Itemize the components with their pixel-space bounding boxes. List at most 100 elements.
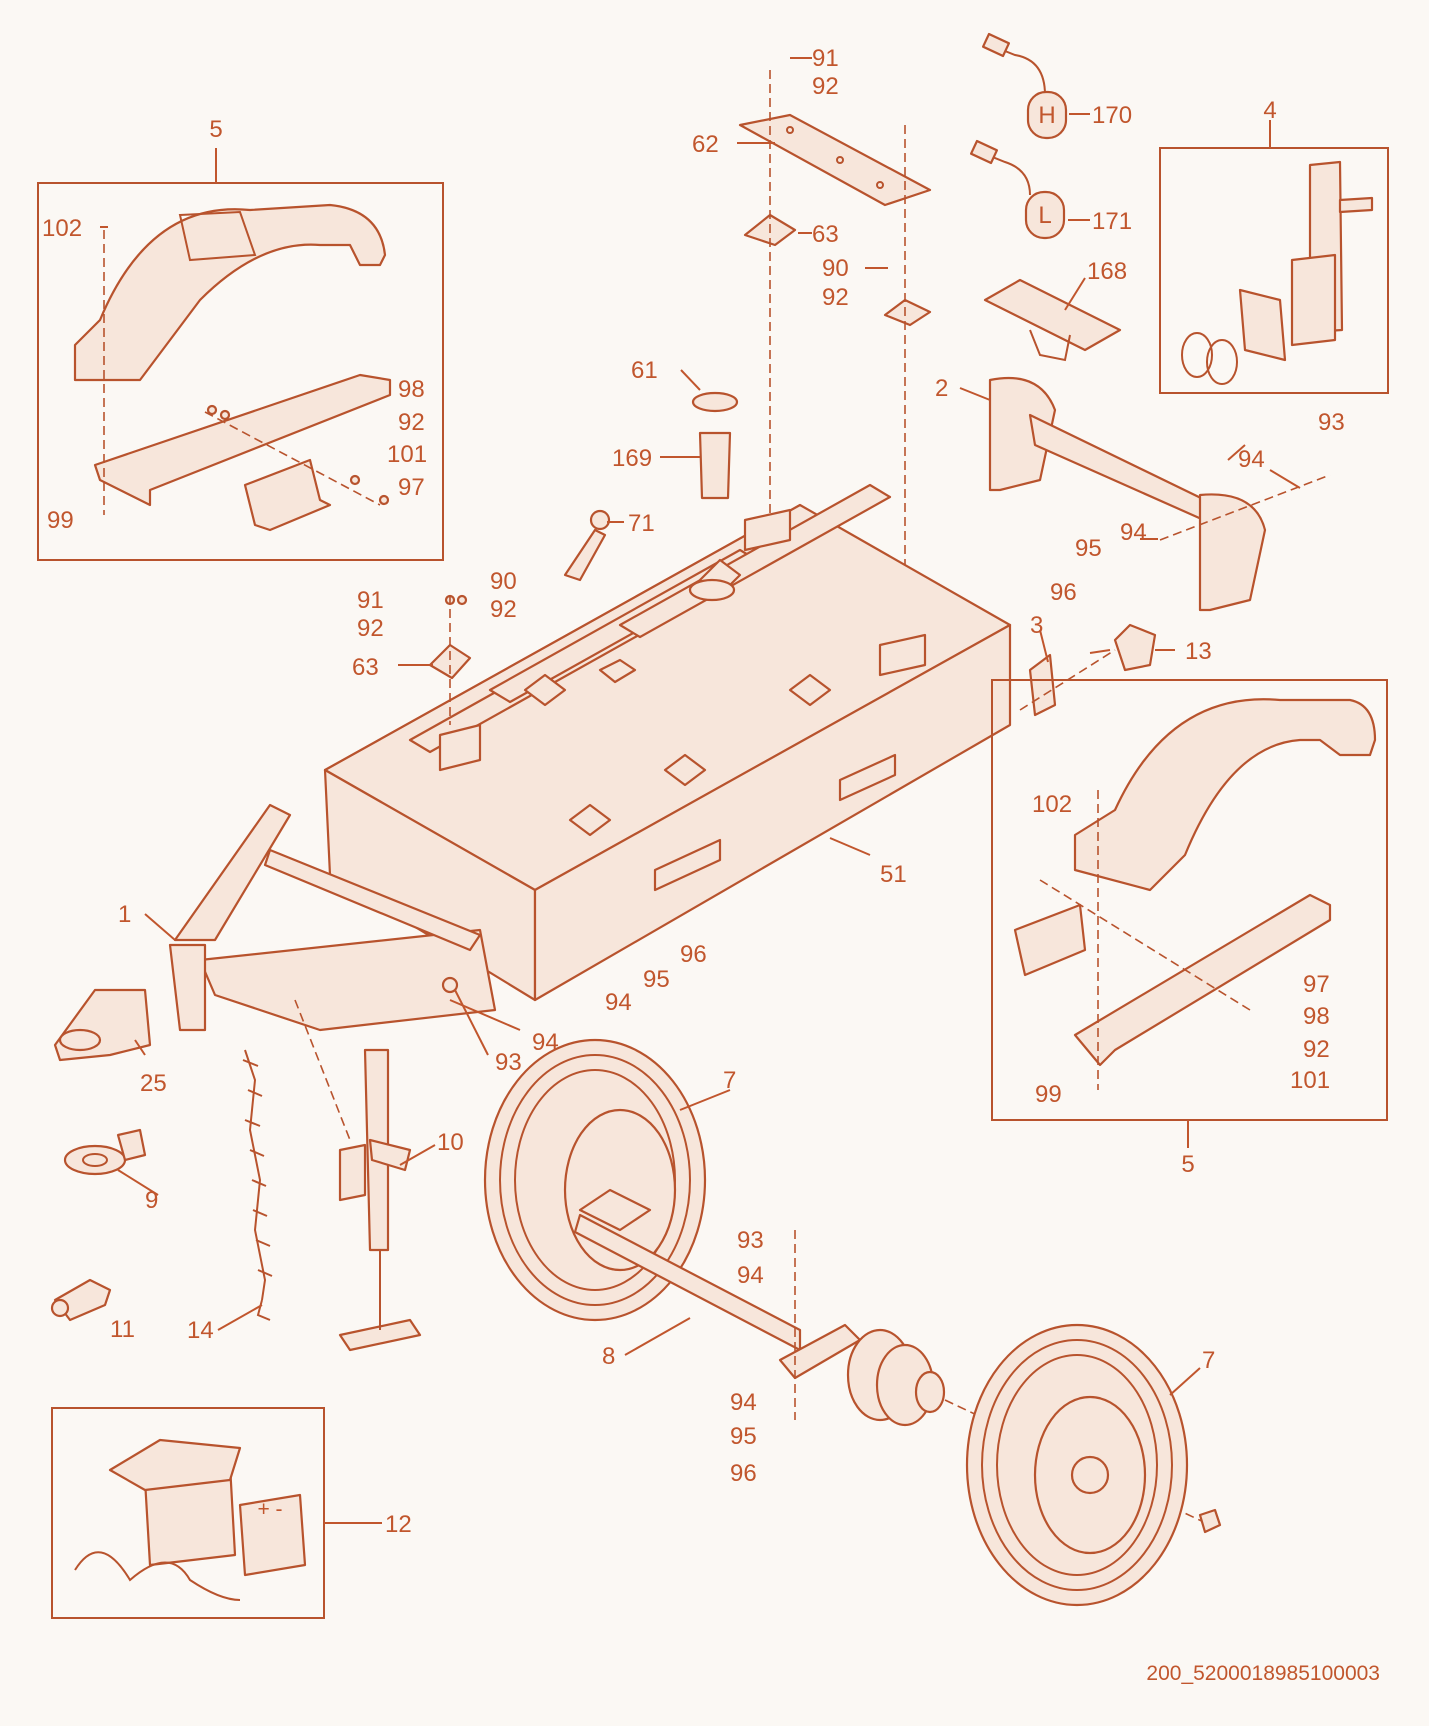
wheel-right-7 [965,1323,1222,1607]
label-96-axle: 96 [730,1460,757,1487]
label-93-axle: 93 [737,1227,764,1254]
fender-bracket-left [93,373,392,507]
label-94-right-b: 94 [1120,519,1147,546]
label-8: 8 [602,1343,615,1370]
axle-tube [1028,413,1217,527]
label-5-right: 5 [1181,1151,1194,1178]
tongue-assembly-1 [168,803,497,1141]
label-63-top: 63 [812,221,839,248]
label-102-right: 102 [1032,791,1072,818]
fender-kit-box-left [37,148,444,561]
label-101-right: 101 [1290,1067,1330,1094]
tongue-jack-10 [338,1048,422,1352]
label-102-left: 102 [42,215,82,242]
battery [238,1493,307,1577]
label-93-front: 93 [495,1049,522,1076]
label-4: 4 [1263,97,1276,124]
label-7-right: 7 [1202,1347,1215,1374]
mount-pad-front [743,508,792,552]
label-98-left: 98 [398,376,425,403]
label-169: 169 [612,445,652,472]
fuel-cap-61 [691,391,739,413]
label-3: 3 [1030,612,1043,639]
fender-kit-box-right [991,679,1388,1148]
label-97-right: 97 [1303,971,1330,998]
frame-side-rail [533,623,1012,1002]
coupler-13 [1113,623,1157,672]
fuel-components [563,391,739,582]
mounting-plate-62 [738,113,932,207]
axle-bracket-right [1198,493,1267,612]
label-94-axle-a: 94 [737,1262,764,1289]
label-170: 170 [1092,102,1132,129]
label-92-box-left: 92 [398,409,425,436]
label-92-left-a: 92 [357,615,384,642]
jack-handle [368,1138,412,1172]
label-63-left: 63 [352,654,379,681]
label-11: 11 [110,1316,135,1343]
label-2: 2 [935,375,948,402]
label-99-left: 99 [47,507,74,534]
label-90-top: 90 [822,255,849,282]
figure-code: 200_5200018985100003 [1146,1662,1380,1685]
harness-bracket-168 [983,278,1122,352]
mount-pad-rear [878,633,927,677]
harness-low-letter: L [1038,202,1051,229]
tongue-arm-lower [263,848,482,952]
coupler-25 [53,988,152,1062]
axle-bracket-left [988,376,1057,492]
label-14: 14 [187,1317,214,1344]
reflector-plate-left [243,458,332,532]
label-92-box-right: 92 [1303,1036,1330,1063]
tongue-mount [168,943,207,1032]
label-168: 168 [1087,258,1127,285]
label-71: 71 [628,510,655,537]
isolator-frame-c [663,753,707,787]
isolator-frame-b [788,673,832,707]
label-94-frame: 94 [605,989,632,1016]
callout-labels: 5 102 98 92 101 97 99 91 92 62 63 90 92 … [42,45,1380,1685]
label-96-frame: 96 [680,941,707,968]
isolator-rear-top [883,298,932,327]
jack-mount-box [1159,120,1389,394]
label-5-top: 5 [209,116,222,143]
label-10: 10 [437,1129,464,1156]
fender-left [73,203,387,382]
label-92-mid: 92 [822,284,849,311]
label-95-right: 95 [1075,535,1102,562]
fuel-gauge-71 [563,528,607,582]
wire-harness-group: H L [969,32,1122,362]
label-96-right: 96 [1050,579,1077,606]
axle-8 [573,1188,1211,1526]
torsion-axle-2 [988,376,1331,612]
label-99-right: 99 [1035,1081,1062,1108]
harness-low-tag [1024,190,1066,240]
fuel-strainer-169 [698,431,732,500]
label-94-front: 94 [532,1029,559,1056]
label-91-top: 91 [812,45,839,72]
battery-kit-box: + - [51,1407,382,1619]
label-9: 9 [145,1187,158,1214]
label-13: 13 [1185,638,1212,665]
hitch-bracket-3 [1019,623,1157,717]
engine-mount-plate [738,70,932,650]
label-101-left: 101 [387,441,427,468]
label-91-left: 91 [357,587,384,614]
reflector-plate-right [1013,903,1087,977]
fuel-tank-neck [688,578,736,602]
wheel-left-7 [483,1038,707,1322]
isolator-63-left [428,594,472,725]
label-90-left: 90 [490,568,517,595]
fender-right [1073,698,1377,892]
label-7-left: 7 [723,1067,736,1094]
label-25: 25 [140,1070,167,1097]
label-95-frame: 95 [643,966,670,993]
label-61: 61 [631,357,658,384]
harness-high-tag [1026,90,1068,140]
label-93-right: 93 [1318,409,1345,436]
leader-lines [117,57,1301,1396]
label-12: 12 [385,1511,412,1538]
label-92-left-b: 92 [490,596,517,623]
